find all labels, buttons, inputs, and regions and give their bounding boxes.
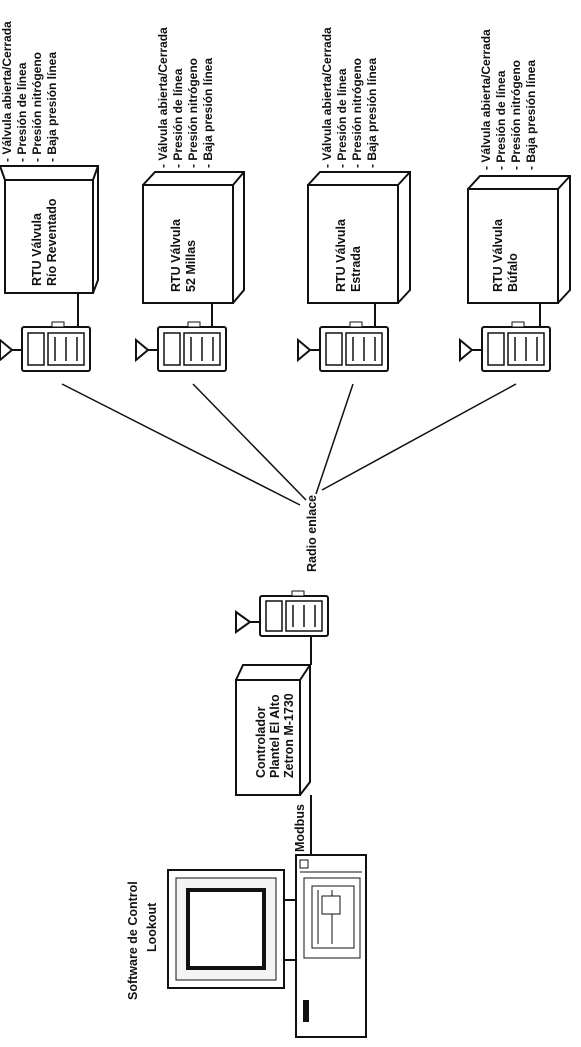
rtu-label-line2: Búfalo bbox=[506, 253, 520, 292]
rtu-signal: - Presión nitrógeno bbox=[509, 60, 523, 170]
rtu-signal: - Baja presión línea bbox=[524, 60, 538, 170]
controller-line2: Plantel El Alto bbox=[268, 694, 282, 778]
rtu-box bbox=[467, 175, 571, 304]
radio-links bbox=[61, 383, 517, 506]
rtu-signal: - Baja presión línea bbox=[45, 52, 59, 162]
rtu-signal: - Presión nitrógeno bbox=[30, 52, 44, 162]
computer-icon bbox=[167, 854, 367, 1038]
rtu-signal: - Válvula abierta/Cerrada bbox=[479, 29, 493, 170]
rtu-radio-icon bbox=[135, 321, 227, 372]
modbus-label: Modbus bbox=[293, 804, 307, 852]
software-title-line1: Software de Control bbox=[126, 881, 140, 1000]
rtu-signal: - Presión de línea bbox=[15, 62, 29, 162]
rtu-box bbox=[0, 165, 99, 294]
rtu-radio-icon bbox=[459, 321, 551, 372]
rtu-radio-icon bbox=[0, 321, 91, 372]
rtu-label-line1: RTU Válvula bbox=[491, 218, 505, 292]
controller-line1: Controlador bbox=[254, 706, 268, 778]
rtu-signal: - Presión nitrógeno bbox=[350, 58, 364, 168]
rtu-signal: - Presión nitrógeno bbox=[186, 58, 200, 168]
rtu-label-line2: 52 Millas bbox=[184, 240, 198, 292]
rtu-label-line1: RTU Válvula bbox=[169, 218, 183, 292]
rtu-radio-icon bbox=[297, 321, 389, 372]
rtu-label-line1: RTU Válvula bbox=[334, 218, 348, 292]
rtu-box bbox=[307, 171, 411, 304]
rtu-signal: - Presión de línea bbox=[494, 70, 508, 170]
rtu-signal: - Válvula abierta/Cerrada bbox=[0, 21, 14, 162]
rtu-label-line2: Estrada bbox=[349, 245, 363, 292]
rtu-signal: - Presión de línea bbox=[171, 68, 185, 168]
software-title-line2: Lookout bbox=[145, 902, 159, 952]
controller-line3: Zetron M-1730 bbox=[282, 693, 296, 778]
rtu-label-line2: Río Reventado bbox=[45, 198, 59, 286]
rtu-signal: - Baja presión línea bbox=[365, 58, 379, 168]
rtu-signal: - Válvula abierta/Cerrada bbox=[156, 27, 170, 168]
radio-link-label: Radio enlace bbox=[305, 495, 319, 572]
rtu-signal: - Presión de línea bbox=[335, 68, 349, 168]
rtu-label-line1: RTU Válvula bbox=[30, 212, 44, 286]
rtu-signal: - Válvula abierta/Cerrada bbox=[320, 27, 334, 168]
rtu-box bbox=[142, 171, 245, 304]
central-radio-icon bbox=[235, 590, 329, 637]
rtu-signal: - Baja presión línea bbox=[201, 58, 215, 168]
